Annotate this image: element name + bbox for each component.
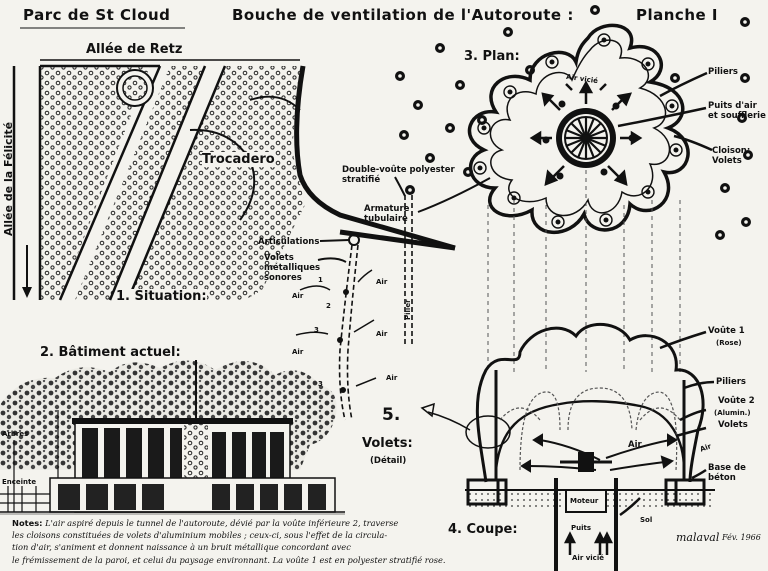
detail-link-arrow [420,402,511,449]
plan-caption: 3. Plan: [464,49,520,64]
moteur-label: Moteur [570,497,599,505]
signature-name: malaval [676,531,720,544]
volets-label: Volets métalliques sonores [264,253,321,283]
plan-puits-label: Puits d'air et soufflerie [708,101,766,121]
air-label-3: Air [292,348,304,356]
situation-map [0,59,456,310]
articulations-label: Articulations [258,237,320,247]
double-voute-label: Double-voûte polyester stratifié [342,165,455,185]
plan-outer-wall [467,23,690,234]
map-region-center [75,66,205,300]
vault-2 [494,400,686,471]
volets-detail [295,176,511,449]
coupe-volets-label: Volets [718,420,748,430]
notes-block: Notes: L'air aspiré depuis le tunnel de … [12,517,446,566]
detail-caption-number: 5. [382,405,401,425]
building-illustration [0,360,345,515]
map-boundary [294,65,456,251]
air-label-2: Air [376,278,388,286]
voute1-label: Voûte 1 [708,326,745,336]
volet-number-3a: 3 [314,326,319,334]
header-center-title: Bouche de ventilation de l'Autoroute : [232,6,574,24]
plate-number: Planche I [636,6,718,24]
detail-pilier-label: Pilier [404,299,412,320]
vault-1 [475,322,705,483]
detail-caption: Volets: [362,436,413,451]
notes-line-3: tion d'air, s'animent et donnent naissan… [12,542,351,553]
signature-date: Fév. 1966 [722,533,761,542]
fan-wheel-icon [556,108,616,168]
building-caption: 2. Bâtiment actuel: [40,345,181,360]
plan-piliers-label: Piliers [708,67,738,77]
fence-label: Enceinte [2,478,37,486]
plan-inner-wall [489,39,671,217]
voute2-label: Voûte 2 [718,396,755,406]
base-label: Base de béton [708,463,746,483]
volet-number-2: 2 [326,302,331,310]
map-region-left [14,66,150,300]
sol-label: Sol [640,516,653,524]
map-region-right [128,66,305,300]
coupe-section [465,322,715,571]
puits-label: Puits [571,524,592,532]
coupe-piliers-label: Piliers [716,377,746,387]
projection-lines [487,170,681,372]
trees-label: Arbres [2,430,29,438]
plan-air-arrows [529,80,643,186]
coupe-air-label: Air [628,440,642,450]
road-label-top: Allée de Retz [86,42,183,57]
coupe-caption: 4. Coupe: [448,522,518,537]
notes-line-1: L'air aspiré depuis le tunnel de l'autor… [45,518,399,528]
header-left-title: Parc de St Cloud [23,6,171,24]
coupe-fan-icon [560,452,612,472]
air-label-1: Air [292,292,304,300]
area-label: Trocadero [202,152,275,167]
notes-label: Notes: [12,518,43,528]
plan-flower [467,23,713,234]
voute1-sub: (Rose) [716,339,742,347]
voute2-sub: (Alumin.) [714,409,751,417]
notes-line-4: le frémissement de la paroi, et celui du… [12,554,446,565]
air-vicie-label: Air vicié [572,554,604,562]
air-label-5: Air [386,374,398,382]
volet-number-3b: 3 [318,380,323,388]
plan-cloison-label: Cloison: Volets [712,146,751,166]
plan-pillar-dots-holes [398,8,750,237]
detail-caption-sub: (Détail) [370,456,407,466]
situation-caption: 1. Situation: [116,289,207,304]
air-label-4: Air [376,330,388,338]
notes-line-2: les cloisons constituées de volets d'alu… [12,530,388,541]
volet-number-1: 1 [318,276,323,284]
armature-label: Armature tubulaire [364,204,410,224]
road-label-left: Allée de la Félicité [2,121,15,236]
